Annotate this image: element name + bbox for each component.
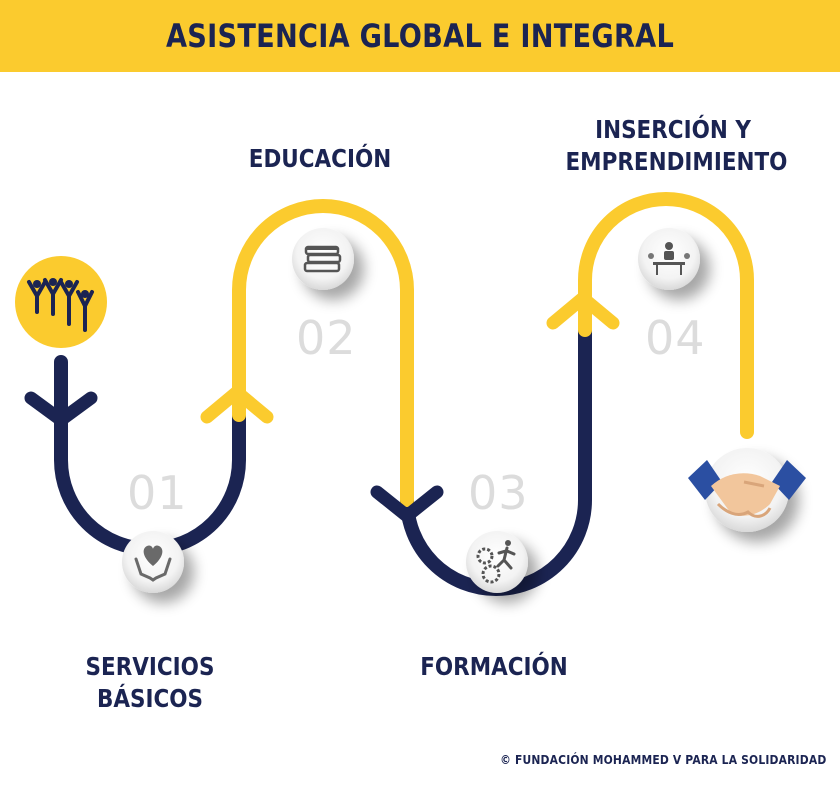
- title-banner: [0, 0, 840, 72]
- step-label-line1: SERVICIOS: [85, 652, 215, 681]
- books-icon: [292, 228, 354, 290]
- step-number-02: 02: [296, 311, 357, 365]
- footer-credit: © FUNDACIÓN MOHAMMED V PARA LA SOLIDARID…: [499, 752, 826, 767]
- step-label-line2: EMPRENDIMIENTO: [565, 147, 788, 176]
- arrow-down-1: [24, 391, 98, 427]
- step-label-line1: INSERCIÓN Y: [595, 115, 751, 144]
- path-segment-1: [54, 355, 246, 556]
- arrow-down-3: [370, 485, 444, 523]
- step-number-03: 03: [468, 466, 529, 520]
- step-label-formacion: FORMACIÓN: [408, 651, 580, 683]
- people-group-icon: [15, 256, 107, 348]
- gears-runner-icon: [466, 531, 528, 593]
- step-label-insercion: INSERCIÓN Y EMPRENDIMIENTO: [565, 114, 788, 178]
- meeting-icon: [638, 228, 700, 290]
- path-segment-2: [232, 199, 414, 507]
- step-label-servicios: SERVICIOS BÁSICOS: [73, 651, 228, 715]
- path-segment-4: [578, 192, 754, 439]
- arrow-up-2: [200, 385, 274, 424]
- step-label-line1: EDUCACIÓN: [248, 144, 392, 173]
- step-label-educacion: EDUCACIÓN: [234, 143, 406, 175]
- heart-hands-icon: [122, 531, 184, 593]
- step-label-line1: FORMACIÓN: [420, 652, 568, 681]
- arrow-up-4: [546, 291, 620, 330]
- step-label-line2: BÁSICOS: [96, 684, 204, 713]
- step-number-01: 01: [127, 466, 188, 520]
- page-title: ASISTENCIA GLOBAL E INTEGRAL: [165, 17, 675, 55]
- step-number-04: 04: [645, 311, 706, 365]
- handshake-hands: [688, 460, 806, 518]
